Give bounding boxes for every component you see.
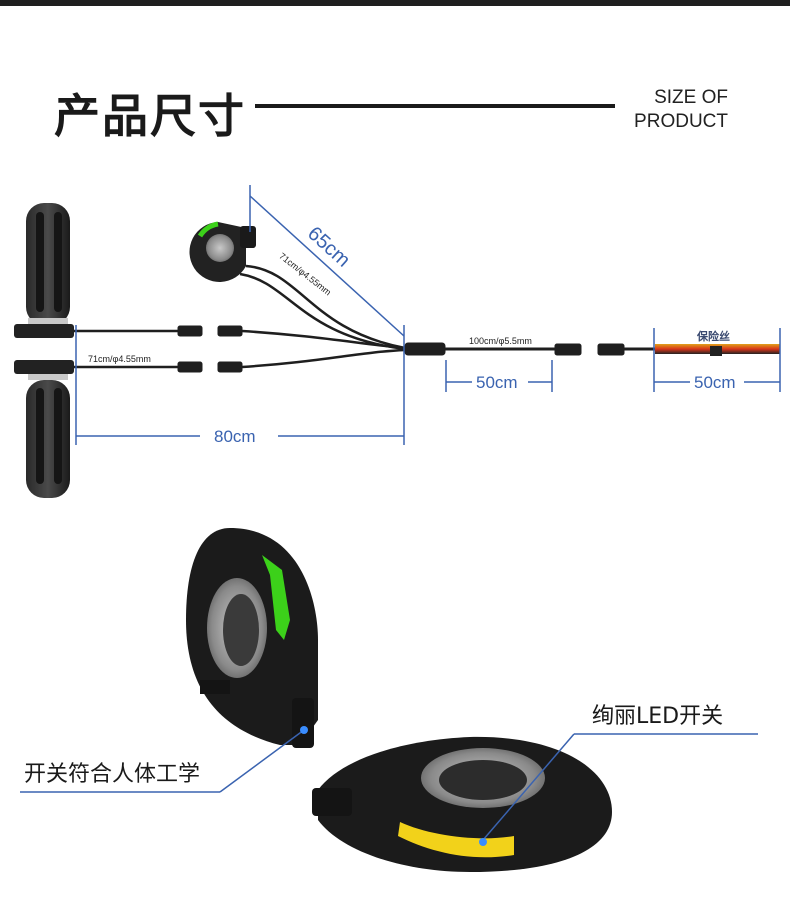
fuse-cable-length-label: 50cm <box>694 373 736 392</box>
main-cable-spec-label: 100cm/φ5.5mm <box>469 336 532 346</box>
subtitle-line-1: SIZE OF <box>654 87 728 108</box>
dimension-lines <box>75 185 781 445</box>
grip-cable-spec-label: 71cm/φ4.55mm <box>88 354 151 364</box>
grip-upper <box>14 203 74 338</box>
switch-marker-led <box>479 838 487 846</box>
page-subtitle: SIZE OF PRODUCT <box>634 86 728 134</box>
top-bar <box>0 0 790 6</box>
throttle-length-label: 65cm <box>303 222 354 271</box>
throttle-large-front <box>186 528 318 748</box>
callout-lines <box>20 729 758 841</box>
fuse-label: 保险丝 <box>696 329 730 343</box>
fuse-cable <box>655 344 780 356</box>
throttle-large-flat <box>312 736 612 872</box>
callout-ergonomic: 开关符合人体工学 <box>24 762 201 787</box>
total-length-label: 80cm <box>214 427 256 446</box>
cables <box>74 264 655 373</box>
title-divider <box>255 104 615 108</box>
switch-marker-ergonomic <box>300 726 308 734</box>
main-cable-length-label: 50cm <box>476 373 518 392</box>
grip-lower <box>14 360 74 498</box>
subtitle-line-2: PRODUCT <box>634 111 728 132</box>
throttle-small <box>189 221 256 282</box>
callout-led: 绚丽LED开关 <box>592 704 724 729</box>
page-title: 产品尺寸 <box>54 89 246 143</box>
